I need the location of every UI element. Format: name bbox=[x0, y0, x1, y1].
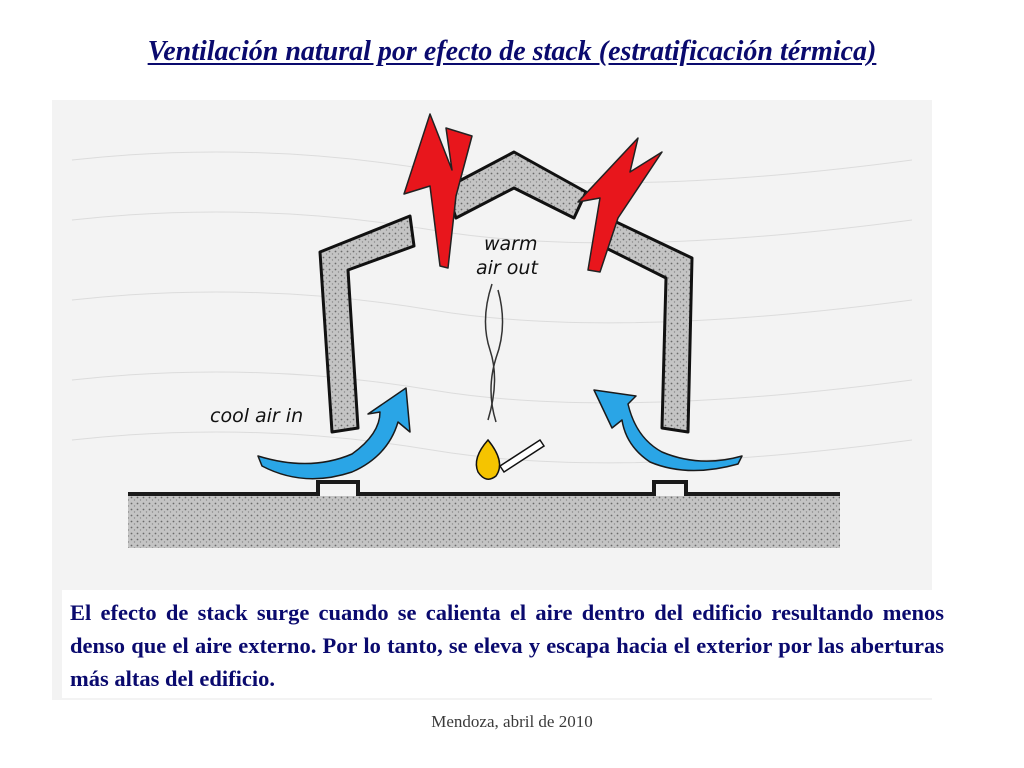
roof-top bbox=[444, 150, 588, 220]
caption-box bbox=[62, 590, 948, 698]
ground bbox=[128, 496, 840, 548]
cool-air-label: cool air in bbox=[210, 405, 303, 427]
rising-air-wisp bbox=[484, 283, 496, 421]
flame-icon bbox=[475, 438, 546, 480]
footer-text: Mendoza, abril de 2010 bbox=[431, 712, 593, 731]
warm-air-arrow-right bbox=[577, 137, 663, 273]
ground-line bbox=[128, 480, 840, 496]
cool-air-arrow-right bbox=[593, 389, 743, 472]
caption-text: El efecto de stack surge cuando se calie… bbox=[70, 600, 944, 691]
slide-title: Ventilación natural por efecto de stack … bbox=[147, 36, 877, 67]
left-wall bbox=[318, 214, 416, 434]
cool-air-arrow-left bbox=[257, 387, 411, 480]
stack-effect-diagram: warm air out cool air in bbox=[71, 113, 913, 548]
warm-air-label-line1: warm bbox=[484, 233, 538, 255]
warm-air-label-line2: air out bbox=[476, 257, 539, 279]
rising-air-wisp bbox=[490, 289, 504, 423]
warm-air-arrow-left bbox=[403, 113, 473, 269]
background-contours bbox=[71, 151, 913, 464]
